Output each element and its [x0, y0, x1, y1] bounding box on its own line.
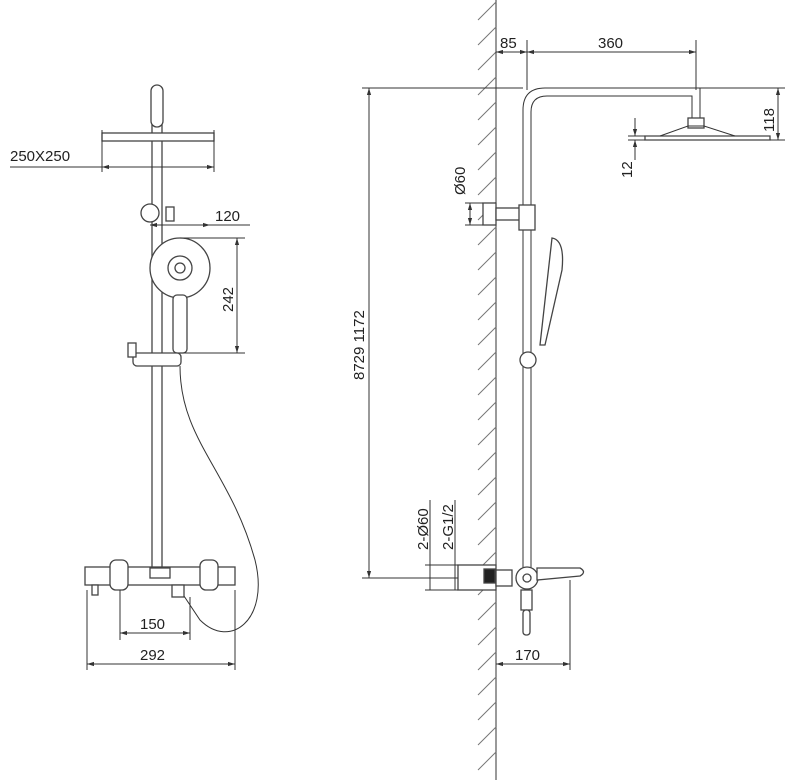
- dim-head-thickness: 12: [619, 161, 636, 178]
- hand-shower-side: [539, 237, 564, 346]
- dim-wall-offset: 85: [500, 35, 517, 52]
- dim-arm-length: 360: [598, 35, 623, 52]
- dim-head-size: 250X250: [10, 148, 70, 165]
- holder-escutcheon: [482, 202, 497, 226]
- top-cap: [150, 84, 164, 128]
- dim-handshower-width: 120: [215, 208, 240, 225]
- riser-pipe: [151, 119, 163, 571]
- slide-holder-side: [519, 351, 537, 369]
- dim-handshower-height: 242: [220, 287, 237, 312]
- dim-spout-projection: 170: [515, 647, 540, 664]
- shower-arm: [530, 95, 693, 570]
- slide-holder: [132, 352, 182, 367]
- wall-holder: [140, 203, 160, 223]
- shower-head-side: [644, 135, 771, 141]
- wall-hatch: [477, 1, 497, 771]
- spout: [536, 567, 585, 581]
- front-view: 250X250 120 242 150 292: [10, 84, 259, 670]
- dim-total-height: 8729 1172: [351, 310, 368, 380]
- dim-inlet-spacing: 150: [140, 616, 165, 633]
- dim-escutcheon-diameter: 2-Ø60: [415, 508, 432, 550]
- dim-holder-diameter: Ø60: [452, 167, 469, 195]
- dim-head-drop: 118: [761, 108, 778, 132]
- shower-head: [101, 132, 215, 142]
- dim-connection-thread: 2-G1/2: [440, 504, 457, 550]
- hand-shower-handle: [172, 294, 188, 354]
- hose: [179, 365, 259, 633]
- side-view: 85 360 118 12 Ø60 8729 1172 2-Ø60 2-G1/2…: [351, 0, 785, 780]
- dim-mixer-width: 292: [140, 647, 165, 664]
